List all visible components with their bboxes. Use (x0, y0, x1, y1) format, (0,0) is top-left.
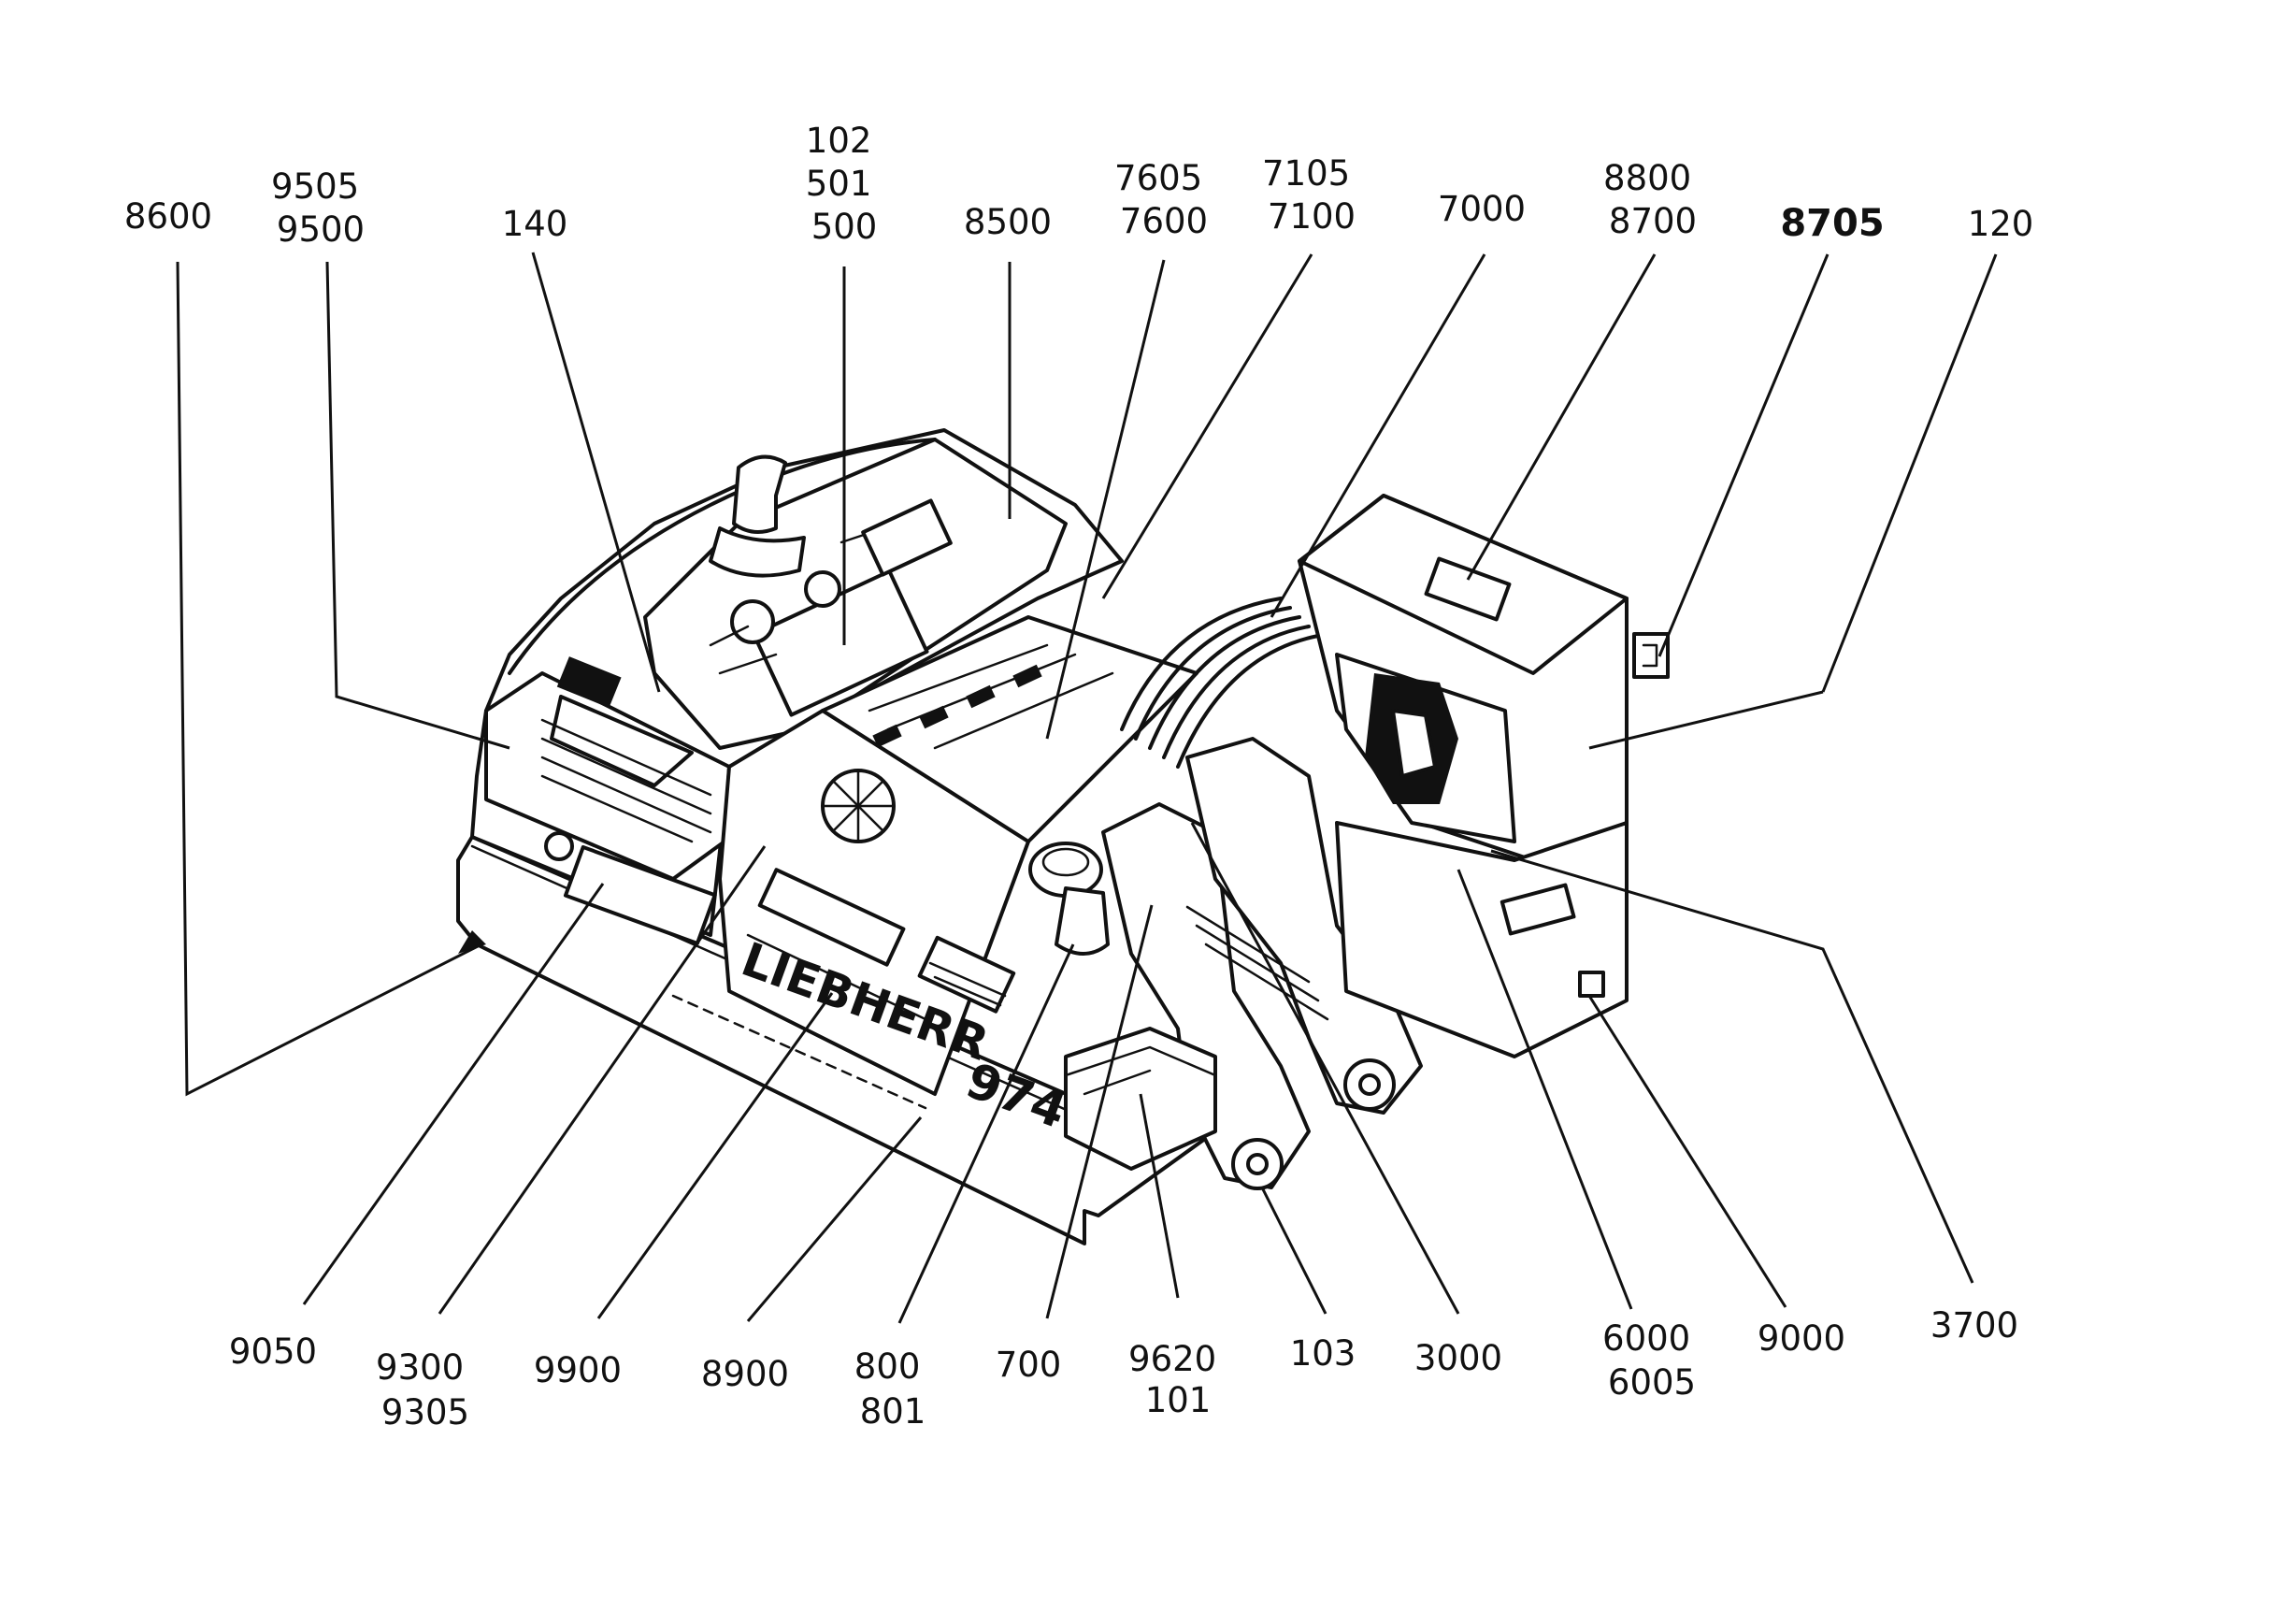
callout-800-801: 800 801 (854, 1346, 931, 1432)
callout-3000: 3000 (1414, 1338, 1502, 1378)
callout-9050: 9050 (229, 1331, 317, 1372)
callout-9900: 9900 (534, 1350, 622, 1390)
callout-8900: 8900 (701, 1354, 789, 1394)
callout-6000-6005: 6000 6005 (1602, 1318, 1701, 1403)
cab-platform (1335, 821, 1629, 1058)
callout-700: 700 (996, 1345, 1062, 1385)
access-panel (563, 844, 717, 945)
callout-7605-7600: 7605 7600 (1114, 158, 1213, 241)
rear-view-mirror (1632, 632, 1670, 679)
callout-9300-9305: 9300 9305 (376, 1347, 475, 1432)
control-valve-area (821, 615, 1198, 843)
callout-9000: 9000 (1758, 1318, 1845, 1359)
callout-7000: 7000 (1438, 189, 1526, 229)
boom-mount-plate-right (1185, 737, 1423, 1115)
callout-103: 103 (1290, 1333, 1356, 1374)
leader-lines (176, 252, 1998, 1324)
callout-120: 120 (1968, 204, 2034, 244)
callout-7105-7100: 7105 7100 (1262, 153, 1361, 237)
callout-8500: 8500 (964, 202, 1052, 242)
callout-9620-101: 9620 101 (1128, 1339, 1227, 1420)
callout-8705: 8705 (1780, 202, 1884, 245)
callout-8600: 8600 (124, 196, 212, 237)
callout-9505-9500: 9505 9500 (271, 166, 370, 250)
cab-roof-hatch (1424, 556, 1512, 622)
turbocharger (730, 599, 775, 644)
callout-8800-8700: 8800 8700 (1603, 158, 1702, 241)
exhaust-stack (732, 454, 787, 534)
callout-labels-top: 8600 9505 9500 140 102 501 500 8500 7605… (124, 121, 2033, 250)
callout-102-501-500: 102 501 500 (806, 121, 883, 247)
hydraulic-hoses (1120, 597, 1320, 769)
callout-labels-bottom: 9050 9300 9305 9900 8900 800 801 700 962… (229, 1305, 2018, 1432)
callout-3700: 3700 (1930, 1305, 2018, 1346)
callout-140: 140 (502, 204, 568, 244)
excavator-upper-structure-drawing: LIEBHERR 974 (456, 428, 1670, 1245)
